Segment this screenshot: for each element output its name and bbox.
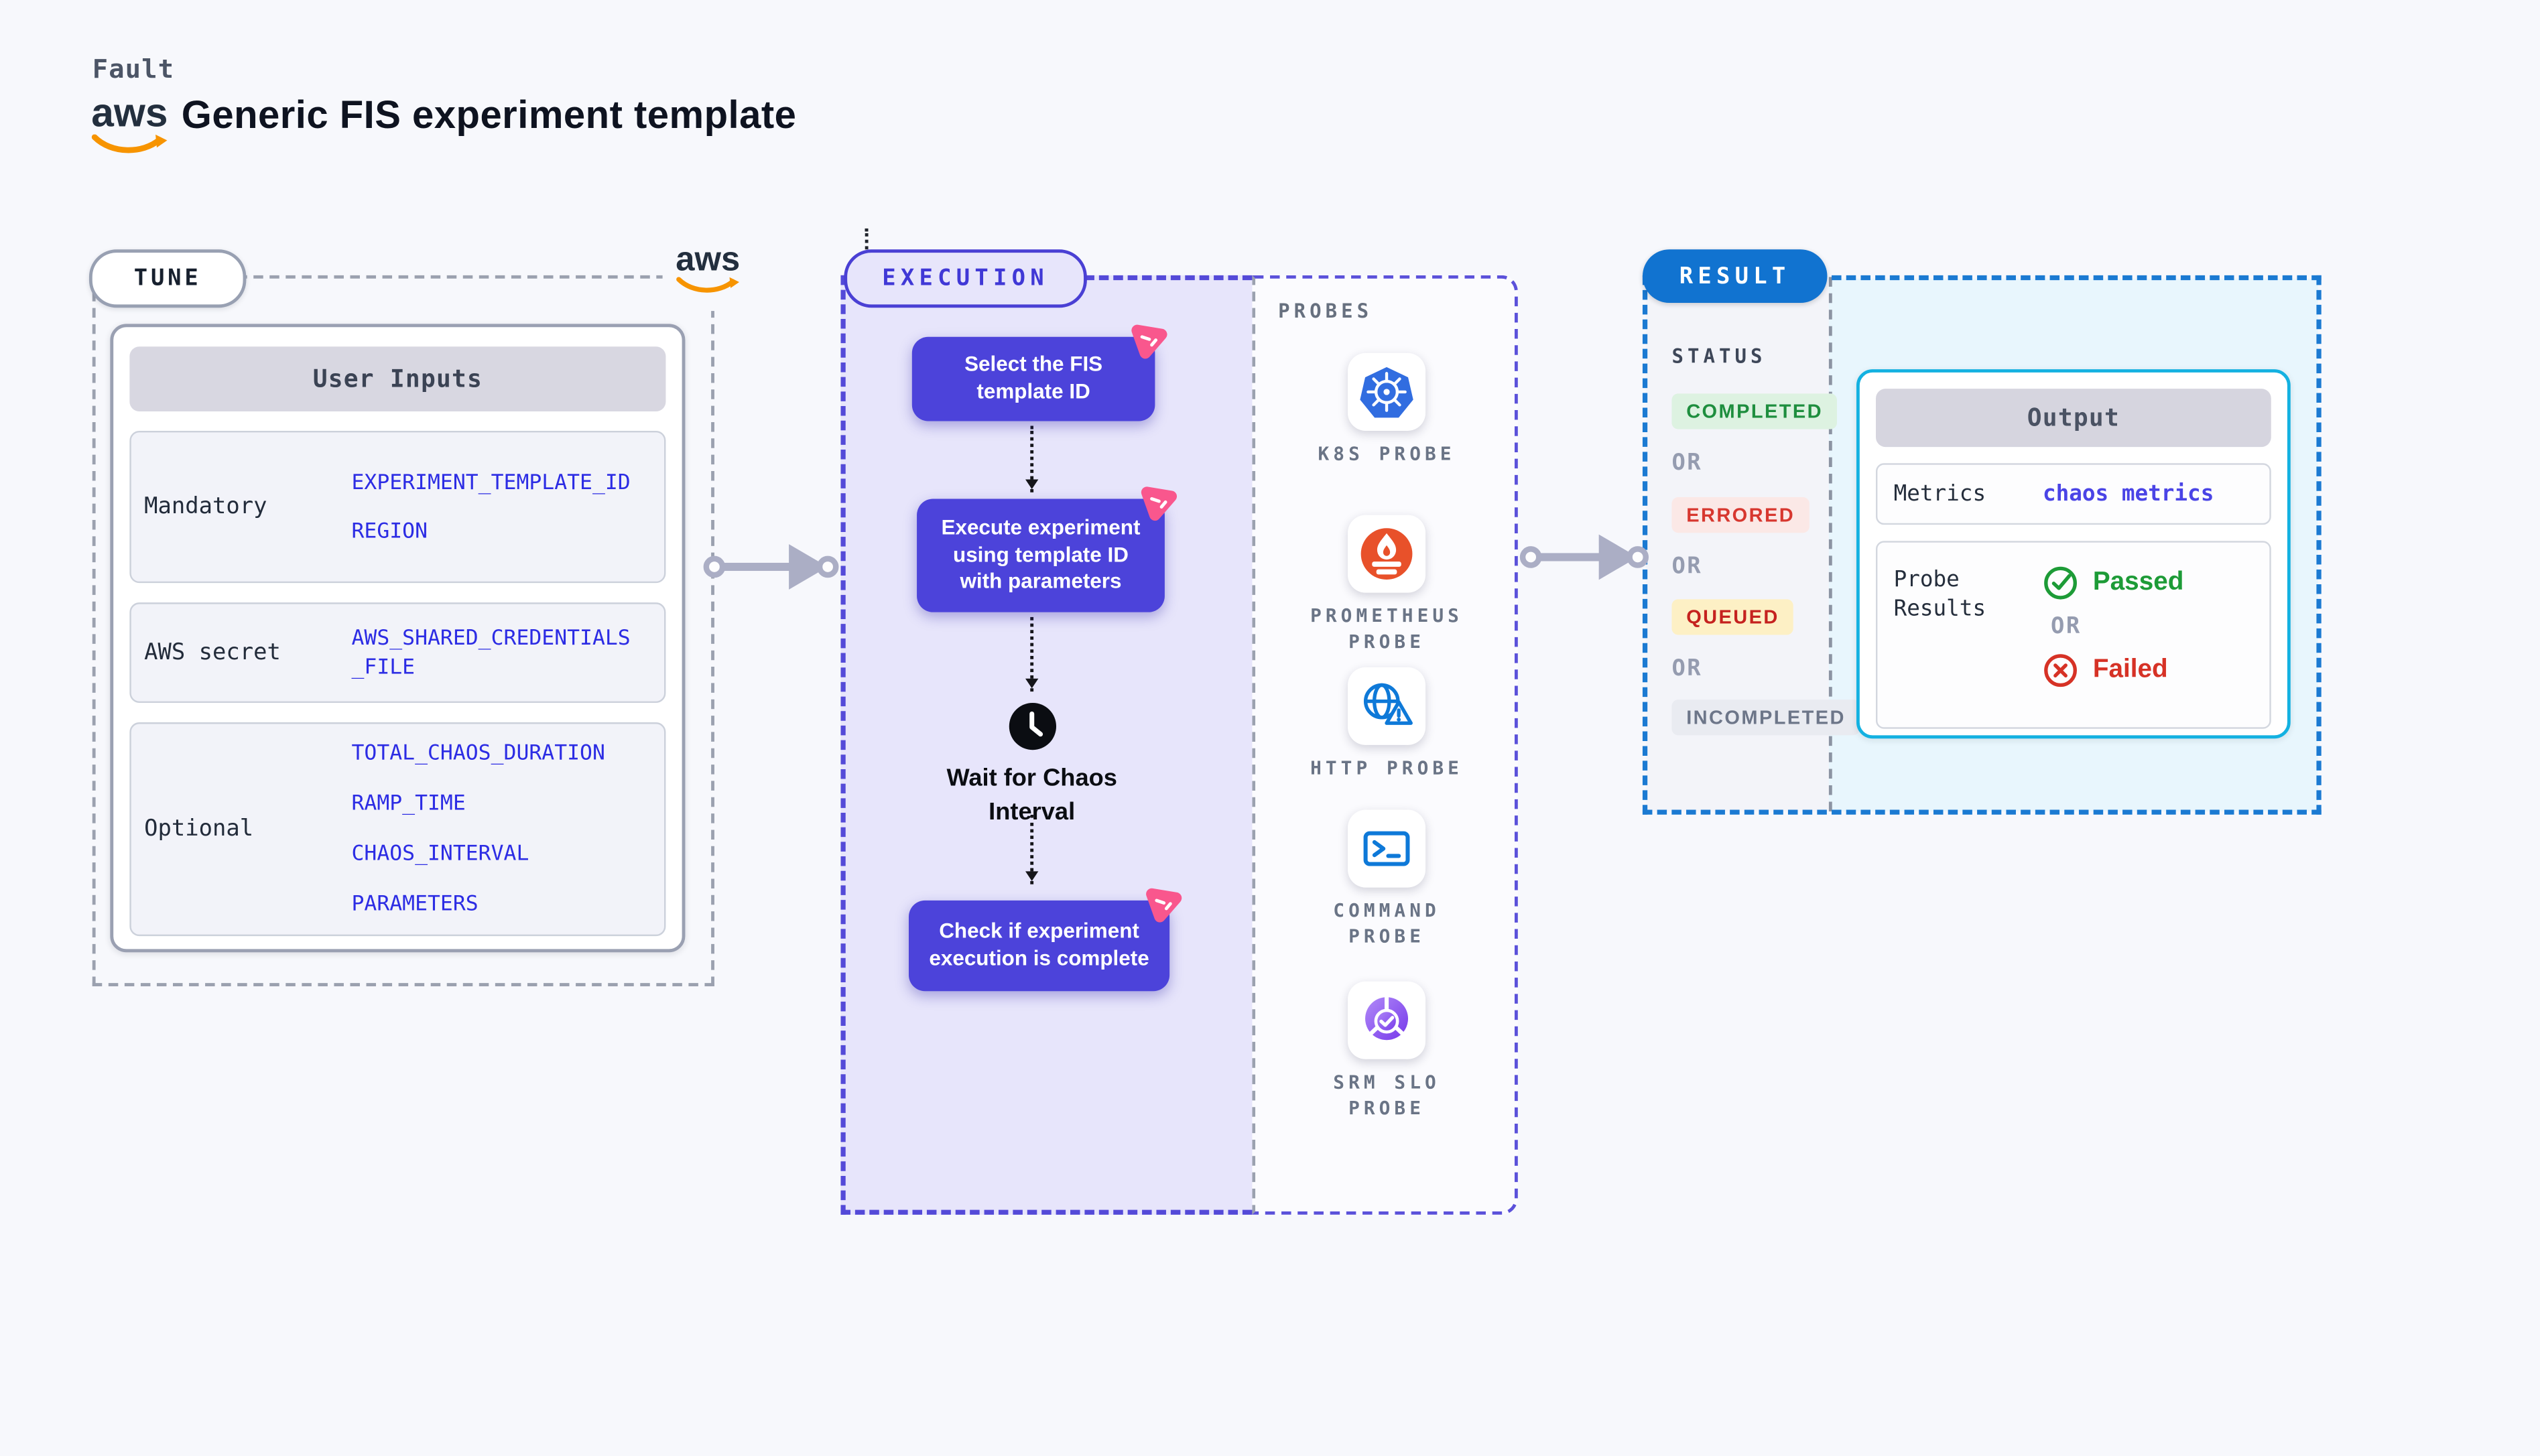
row-label: Optional bbox=[144, 816, 254, 842]
probes-title: PROBES bbox=[1278, 300, 1373, 323]
probe-results-label: Probe Results bbox=[1893, 566, 1986, 622]
prometheus-icon bbox=[1360, 528, 1413, 580]
clock-icon bbox=[1009, 702, 1057, 750]
probe-label: COMMAND PROBE bbox=[1333, 899, 1440, 947]
probe-label: HTTP PROBE bbox=[1310, 756, 1463, 779]
or-label: OR bbox=[2051, 614, 2082, 640]
aws-logo-small: aws bbox=[671, 243, 745, 295]
flow-arrow-tune-to-execution bbox=[703, 544, 839, 590]
row-value: CHAOS_INTERVAL bbox=[351, 842, 529, 867]
dotted-arrow-down bbox=[1025, 616, 1039, 692]
probe-card-k8s bbox=[1348, 352, 1426, 431]
terminal-icon bbox=[1363, 831, 1410, 866]
x-circle-icon bbox=[2044, 654, 2077, 687]
slo-pie-check-icon bbox=[1365, 996, 1409, 1041]
probe-label: SRM SLO PROBE bbox=[1333, 1070, 1440, 1119]
flow-arrow-execution-to-result bbox=[1519, 534, 1649, 580]
dotted-arrow-down bbox=[1025, 425, 1039, 492]
wait-text-line: Wait for Chaos bbox=[946, 764, 1117, 792]
node-text-line: with parameters bbox=[960, 569, 1122, 594]
result-divider bbox=[1828, 277, 1832, 811]
result-stage-label: RESULT bbox=[1679, 263, 1791, 289]
check-circle-icon bbox=[2044, 566, 2077, 600]
status-badge-incompleted: INCOMPLETED bbox=[1671, 700, 1860, 736]
row-value: TOTAL_CHAOS_DURATION bbox=[351, 742, 605, 767]
status-column: STATUS COMPLETED OR ERRORED OR QUEUED OR… bbox=[1671, 345, 1860, 736]
row-label: AWS secret bbox=[144, 639, 281, 666]
metrics-row: Metrics chaos metrics bbox=[1875, 463, 2271, 525]
probe-card-srm-slo bbox=[1348, 981, 1426, 1059]
user-inputs-card: User Inputs Mandatory EXPERIMENT_TEMPLAT… bbox=[110, 324, 686, 953]
node-text-line: Execute experiment bbox=[941, 514, 1141, 539]
row-value: EXPERIMENT_TEMPLATE_ID bbox=[351, 470, 631, 495]
flow-node-check-complete: Check if experiment execution is complet… bbox=[908, 888, 1182, 992]
passed-label: Passed bbox=[2092, 568, 2184, 596]
metrics-value: chaos metrics bbox=[2042, 480, 2214, 507]
node-text-line: template ID bbox=[976, 379, 1090, 403]
status-badge-errored: ERRORED bbox=[1671, 497, 1809, 533]
flow-node-execute-experiment: Execute experiment using template ID wit… bbox=[917, 486, 1178, 612]
metrics-label: Metrics bbox=[1893, 480, 1986, 507]
probe-card-command bbox=[1348, 809, 1426, 888]
status-badge-queued: QUEUED bbox=[1671, 599, 1794, 635]
aws-logo-text: aws bbox=[676, 241, 741, 279]
chaos-experiment-icon bbox=[1131, 324, 1167, 359]
page-title: Generic FIS experiment template bbox=[181, 94, 797, 138]
execution-stage-label: EXECUTION bbox=[882, 265, 1049, 292]
probe-card-http bbox=[1348, 667, 1426, 745]
aws-logo-patch bbox=[662, 239, 751, 312]
result-stage-pill: RESULT bbox=[1642, 249, 1828, 303]
tune-stage-label: TUNE bbox=[133, 265, 202, 292]
probe-label: PROMETHEUS PROBE bbox=[1310, 604, 1463, 652]
row-value: _FILE bbox=[351, 655, 416, 679]
aws-smile-icon bbox=[91, 134, 168, 153]
flow-node-select-template: Select the FIS template ID bbox=[911, 324, 1167, 421]
user-inputs-header: User Inputs bbox=[129, 346, 666, 411]
row-value: REGION bbox=[351, 519, 428, 543]
kubernetes-icon bbox=[1360, 367, 1413, 418]
probe-results-row: Probe Results Passed OR Failed bbox=[1875, 541, 2271, 729]
dotted-stub bbox=[865, 228, 869, 250]
row-value: RAMP_TIME bbox=[351, 791, 466, 817]
row-label: Mandatory bbox=[144, 494, 267, 520]
or-label: OR bbox=[1671, 655, 1703, 682]
http-globe-warning-icon bbox=[1363, 683, 1413, 725]
output-header: Output bbox=[1875, 389, 2271, 448]
table-row-aws-secret: AWS secret AWS_SHARED_CREDENTIALS _FILE bbox=[129, 602, 666, 704]
node-text-line: using template ID bbox=[953, 541, 1129, 566]
node-text-line: execution is complete bbox=[929, 945, 1149, 970]
or-label: OR bbox=[1671, 553, 1703, 580]
output-card: Output Metrics chaos metrics Probe Resul… bbox=[1856, 369, 2291, 739]
status-title: STATUS bbox=[1671, 344, 1767, 368]
aws-logo: aws bbox=[89, 90, 170, 155]
failed-label: Failed bbox=[2092, 655, 2168, 684]
row-value: PARAMETERS bbox=[351, 892, 479, 917]
brand-label: Fault bbox=[92, 53, 175, 84]
row-value: AWS_SHARED_CREDENTIALS bbox=[351, 626, 631, 651]
chaos-experiment-icon bbox=[1141, 486, 1178, 521]
dotted-arrow-down bbox=[1025, 814, 1039, 884]
table-row-mandatory: Mandatory EXPERIMENT_TEMPLATE_ID REGION bbox=[129, 430, 666, 584]
result-boundary bbox=[1642, 275, 2322, 815]
probe-card-prometheus bbox=[1348, 515, 1426, 593]
aws-logo-text: aws bbox=[91, 90, 168, 137]
node-text-line: Check if experiment bbox=[939, 918, 1139, 943]
tune-boundary bbox=[92, 275, 714, 987]
aws-smile-icon bbox=[676, 277, 739, 293]
or-label: OR bbox=[1671, 450, 1703, 476]
status-badge-completed: COMPLETED bbox=[1671, 393, 1838, 429]
node-text-line: Select the FIS bbox=[964, 351, 1103, 377]
table-row-optional: Optional TOTAL_CHAOS_DURATION RAMP_TIME … bbox=[129, 722, 666, 937]
chaos-experiment-icon bbox=[1146, 888, 1182, 923]
probe-label: K8S PROBE bbox=[1318, 442, 1456, 465]
tune-stage-pill: TUNE bbox=[88, 249, 247, 308]
execution-stage-pill: EXECUTION bbox=[844, 249, 1087, 308]
